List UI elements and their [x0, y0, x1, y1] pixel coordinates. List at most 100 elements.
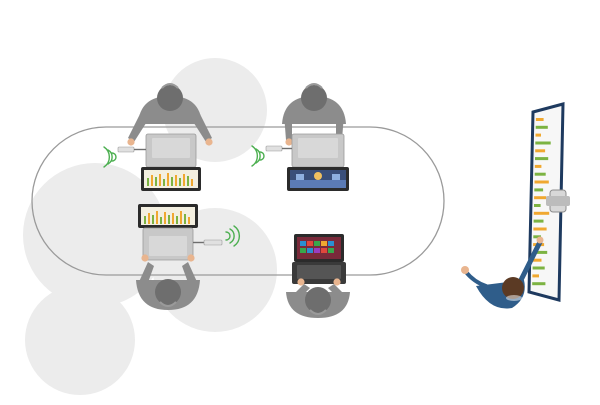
display-bar	[535, 141, 551, 145]
participant-bottom-left	[136, 204, 240, 310]
screen-bar	[159, 174, 161, 186]
bg-circle	[25, 285, 135, 395]
video-screen-icon	[290, 170, 346, 188]
screen-figure	[314, 172, 322, 180]
display-bar	[534, 180, 549, 184]
person-right-arm	[192, 114, 212, 142]
display-bar	[535, 157, 549, 161]
wifi-icon	[251, 145, 265, 167]
screen-bar	[147, 178, 149, 186]
screen-bar	[163, 179, 165, 186]
dongle-body	[265, 145, 283, 152]
laptop-keyboard	[298, 138, 338, 158]
screen-tile	[296, 174, 304, 180]
person-left-arm	[284, 114, 292, 140]
windows-tiles-icon	[297, 237, 341, 259]
screen-bar	[156, 211, 158, 224]
screen-bar	[148, 213, 150, 224]
person-head	[157, 85, 183, 111]
bg-circle	[23, 163, 167, 307]
windows-laptop	[292, 234, 346, 284]
screen-bar	[160, 217, 162, 224]
presenter-head	[502, 277, 524, 299]
tile	[321, 248, 327, 253]
presenter	[461, 236, 544, 309]
screen-bar	[183, 174, 185, 186]
person-hand	[461, 266, 469, 274]
macbook-laptop	[141, 133, 201, 191]
screen-bar	[168, 215, 170, 224]
display-bar	[535, 149, 546, 153]
screen-bar	[144, 216, 146, 224]
bar-chart-screen-icon	[141, 207, 195, 225]
screen-bar	[172, 213, 174, 224]
wifi-arc	[251, 145, 258, 167]
camera-mount	[546, 196, 570, 206]
wireless-dongle-icon	[265, 145, 292, 152]
display-bar	[532, 266, 545, 270]
wireless-dongle-icon	[193, 239, 223, 246]
screen-bar	[191, 179, 193, 186]
person-hand	[187, 254, 195, 262]
screen-bar	[188, 217, 190, 224]
screen-bar	[155, 177, 157, 186]
display-bar	[535, 133, 541, 137]
wireless-dongle-icon	[117, 146, 146, 153]
participant-top-left	[103, 83, 213, 191]
meeting-table-outline	[31, 126, 445, 276]
screen-bar	[179, 178, 181, 186]
person-hood	[159, 301, 177, 307]
screen-bar	[175, 175, 177, 186]
screen-scene	[290, 180, 346, 188]
tile	[307, 241, 313, 246]
display-bar	[533, 227, 547, 231]
display-bar	[532, 258, 542, 262]
display-bar	[533, 235, 541, 239]
screen-bar	[184, 214, 186, 224]
presenter-right-arm	[517, 239, 543, 285]
display-bar	[535, 118, 544, 121]
display-bar	[533, 219, 544, 223]
person-hand	[141, 254, 149, 262]
screen-bar	[171, 177, 173, 186]
person-head	[305, 287, 331, 313]
laptop-keyboard	[152, 138, 190, 158]
person-hand	[127, 138, 135, 146]
dongle-body	[203, 239, 223, 246]
tile	[300, 248, 306, 253]
person-left-arm	[128, 114, 148, 142]
tile	[328, 248, 334, 253]
screen-bar	[180, 211, 182, 224]
wifi-icon	[225, 225, 240, 247]
person-head	[155, 279, 181, 305]
person-hand	[285, 138, 293, 146]
tile	[328, 241, 334, 246]
screen-bar	[176, 216, 178, 224]
display-bar	[532, 282, 546, 286]
person-hand	[536, 236, 544, 244]
person-hand	[297, 278, 305, 286]
display-bar	[532, 250, 548, 254]
wifi-arc	[229, 228, 235, 244]
display-bar	[533, 211, 550, 215]
macbook-laptop	[287, 133, 349, 191]
bar-chart-screen-icon	[144, 170, 198, 188]
wifi-arc	[107, 149, 113, 165]
screen-bar	[187, 176, 189, 186]
tile	[300, 241, 306, 246]
laptop-keyboard	[297, 265, 341, 279]
tile	[314, 248, 320, 253]
macbook-laptop	[138, 204, 198, 261]
person-hood	[305, 83, 323, 89]
wifi-arc	[111, 152, 117, 162]
wifi-arc	[259, 151, 265, 161]
wifi-arc	[233, 225, 240, 247]
person-right-arm	[336, 114, 344, 140]
screen-bar	[167, 173, 169, 186]
person-hood	[309, 309, 327, 315]
display-bar	[534, 196, 547, 200]
person-head	[301, 85, 327, 111]
tile	[307, 248, 313, 253]
screen-bar	[152, 215, 154, 224]
